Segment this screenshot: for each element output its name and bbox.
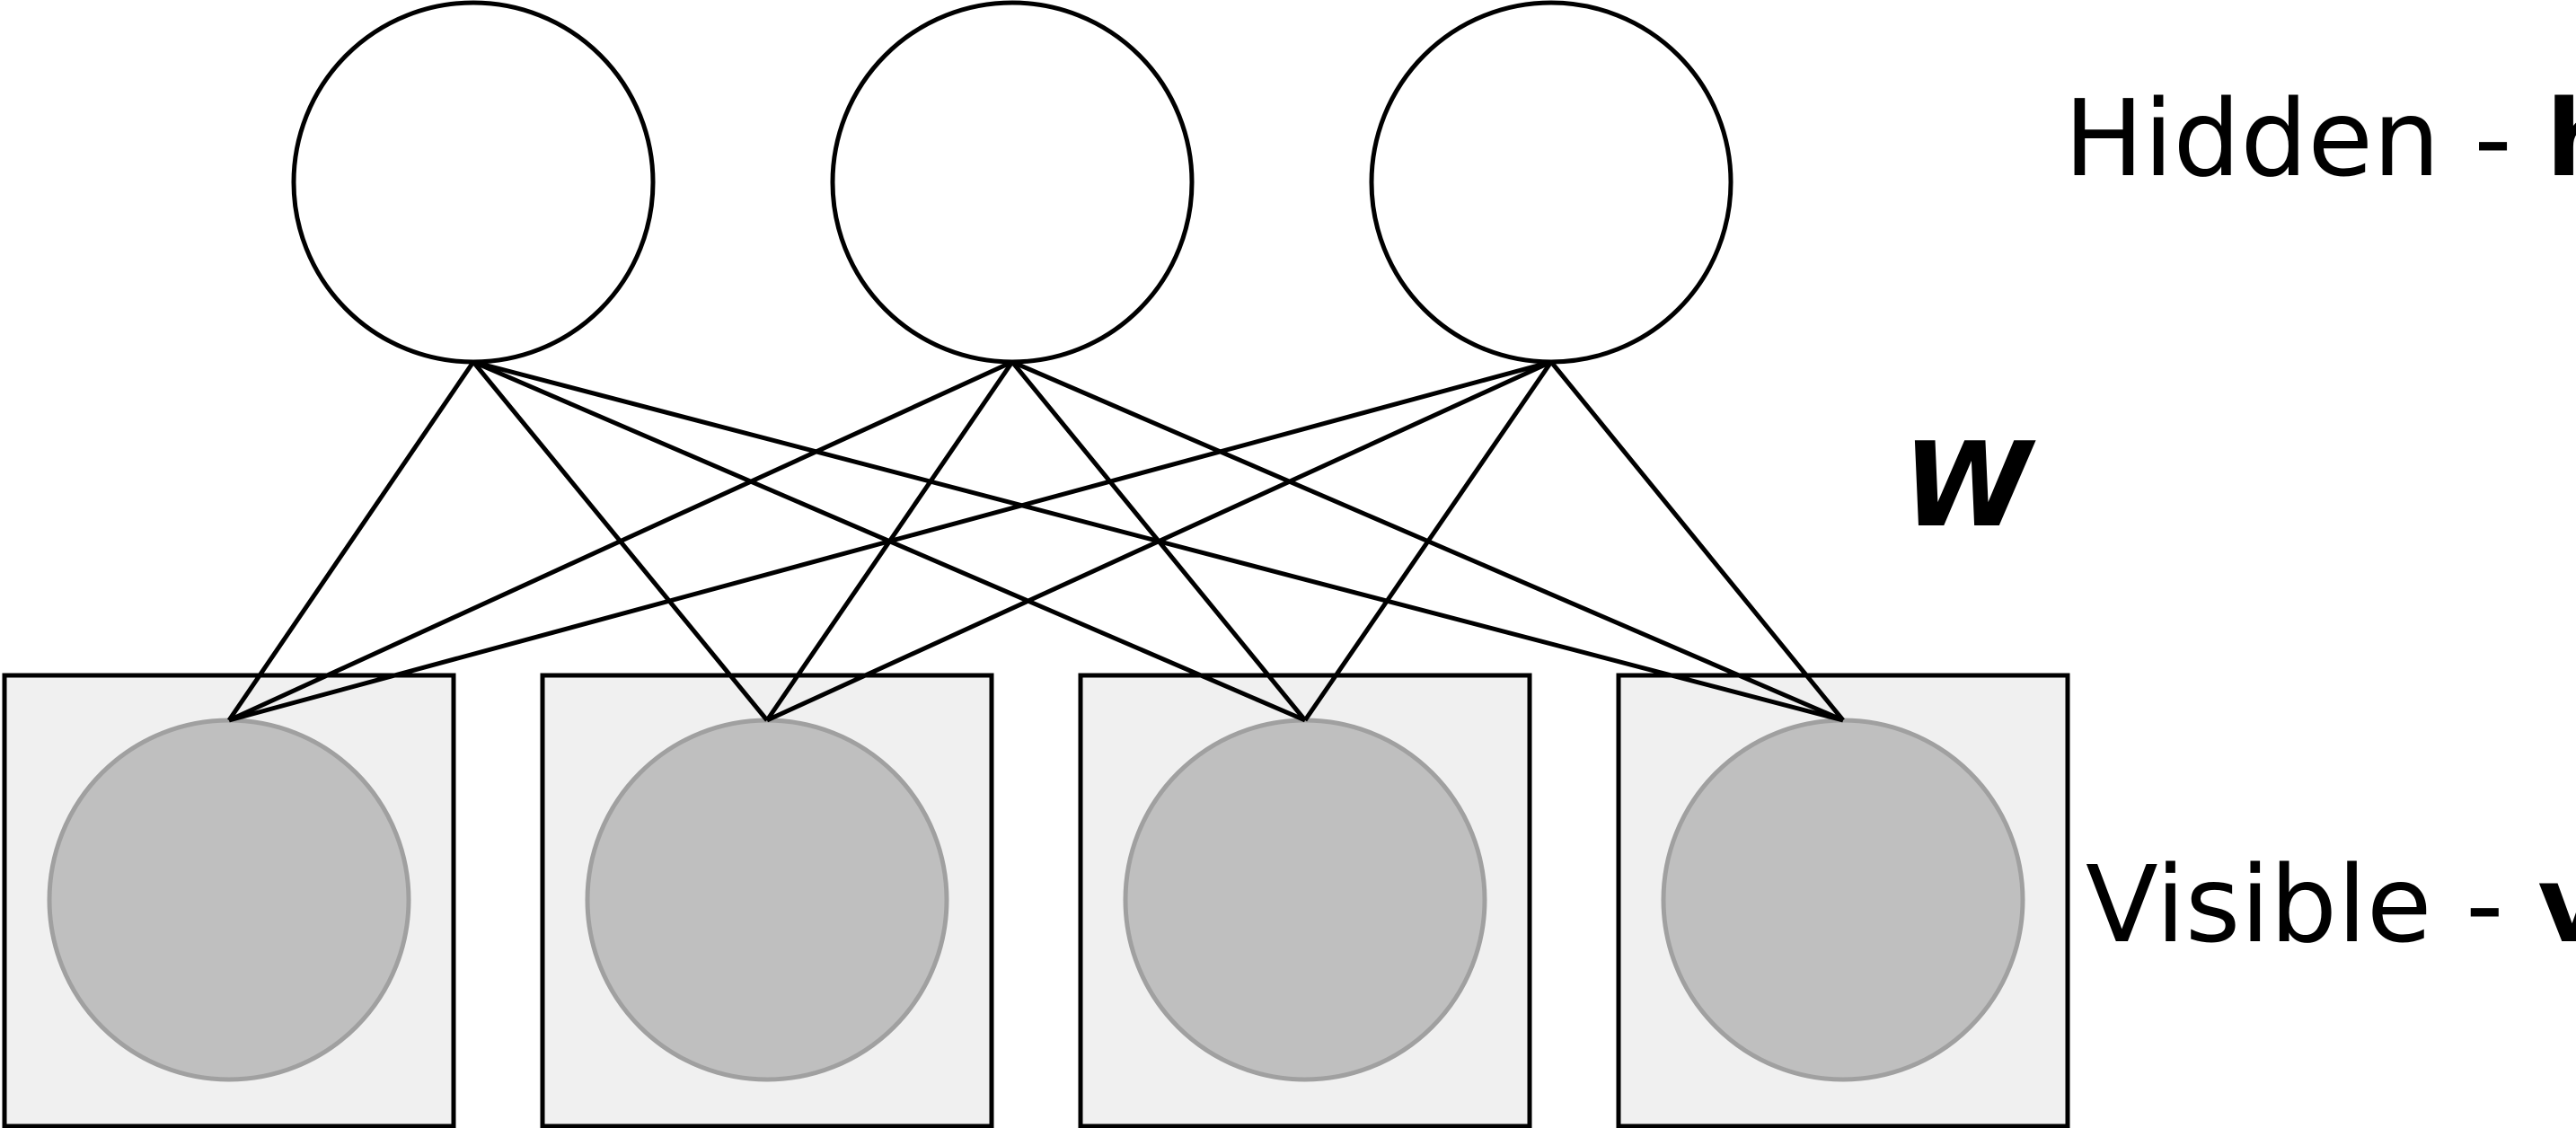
visible-unit-2	[585, 718, 949, 1082]
edge-h1-v1	[226, 360, 476, 722]
visible-unit-1	[47, 718, 411, 1082]
edge-h3-v4	[1549, 360, 1845, 722]
edge-h2-v1	[227, 359, 1014, 723]
visible-units	[47, 718, 2025, 1082]
visible-layer-symbol: v	[2537, 842, 2576, 966]
hidden-unit-2	[830, 0, 1195, 365]
hidden-layer-label: Hidden - h	[2064, 76, 2576, 200]
weight-connections	[226, 359, 1845, 723]
weight-matrix-label: W	[1902, 417, 2036, 553]
edge-h3-v3	[1302, 360, 1554, 722]
visible-unit-4	[1661, 718, 2025, 1082]
hidden-units	[291, 0, 1734, 365]
hidden-layer-symbol: h	[2545, 76, 2576, 200]
visible-layer-label: Visible - vt	[2086, 842, 2576, 977]
edge-h3-v1	[228, 359, 1552, 723]
edge-h3-v2	[765, 359, 1553, 723]
visible-unit-3	[1123, 718, 1487, 1082]
hidden-unit-1	[291, 0, 656, 365]
hidden-unit-3	[1369, 0, 1734, 365]
